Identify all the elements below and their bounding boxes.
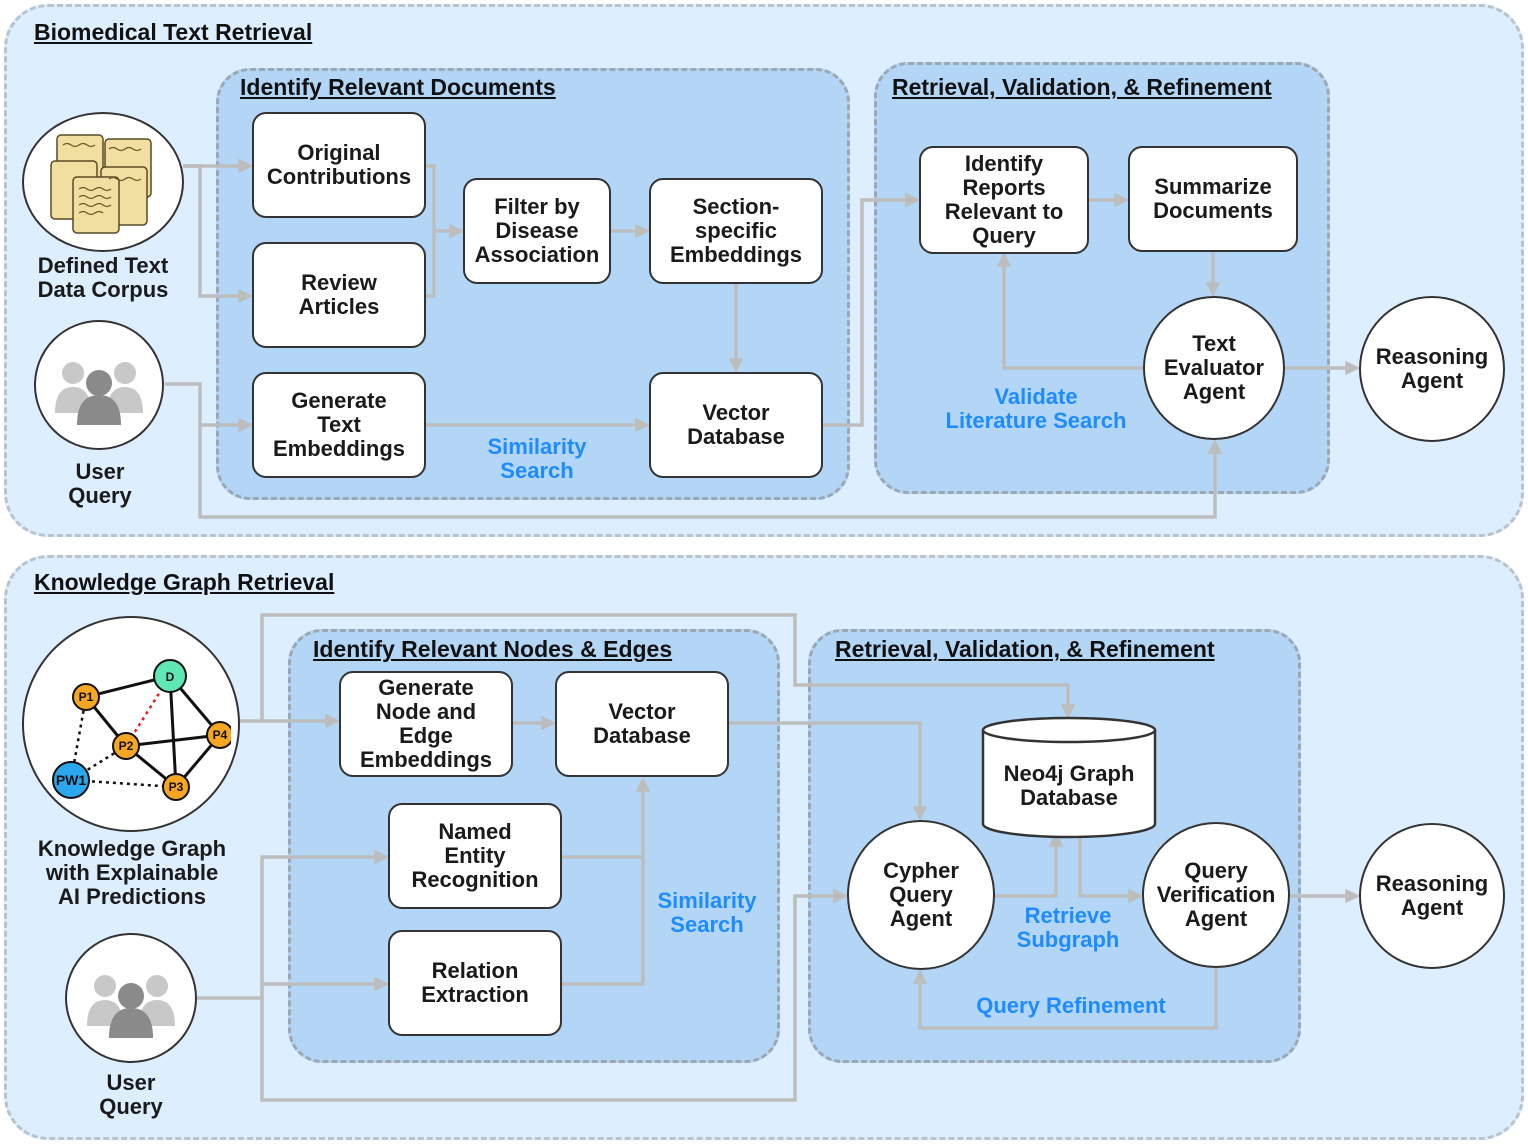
bottom-vector-database-box: Vector Database [555, 671, 729, 777]
arrow-neo4j-verify [1078, 835, 1143, 904]
top-user-query-label: User Query [68, 459, 132, 508]
summarize-documents-box: Summarize Documents [1128, 146, 1298, 252]
query-verification-agent: Query Verification Agent [1142, 822, 1290, 968]
bottom-similarity-search-label: Similarity Search [657, 888, 757, 937]
top-retrieval-title: Retrieval, Validation, & Refinement [892, 74, 1272, 100]
section-embeddings-box: Section- specific Embeddings [649, 178, 823, 284]
arrow-user-evaluator [198, 425, 1223, 519]
arrow-user-cypher [260, 888, 848, 1102]
graph-node-p4: P4 [213, 728, 228, 742]
kg-label: Knowledge Graph with Explainable AI Pred… [37, 836, 227, 909]
named-entity-box: Named Entity Recognition [388, 803, 562, 909]
graph-node-d: D [166, 670, 175, 684]
top-panel-title: Biomedical Text Retrieval [34, 19, 313, 45]
arrow-user-generate [165, 382, 253, 433]
arrow-corpus-review [183, 164, 253, 304]
graph-node-p2: P2 [119, 739, 134, 753]
arrow-relation-vector [561, 777, 651, 986]
arrow-evaluator-identify [996, 252, 1144, 370]
bottom-panel-title: Knowledge Graph Retrieval [34, 569, 335, 595]
user-query-icon [34, 320, 164, 450]
identify-reports-box: Identify Reports Relevant to Query [919, 146, 1089, 254]
bottom-user-query-icon [65, 933, 197, 1063]
knowledge-graph-illustration: D P1 P2 P4 PW1 P3 [52, 659, 231, 801]
cypher-query-agent: Cypher Query Agent [847, 820, 995, 970]
validate-literature-label: Validate Literature Search [945, 384, 1127, 433]
bottom-retrieval-title: Retrieval, Validation, & Refinement [835, 636, 1215, 662]
arrow-kg-neo4j [260, 613, 1076, 721]
bottom-reasoning-agent: Reasoning Agent [1359, 823, 1505, 969]
arrow-vector-identify [822, 192, 920, 427]
top-vector-database-box: Vector Database [649, 372, 823, 478]
review-articles-box: Review Articles [252, 242, 426, 348]
text-evaluator-agent: Text Evaluator Agent [1143, 296, 1285, 440]
generate-text-embeddings-box: Generate Text Embeddings [252, 372, 426, 478]
bottom-user-query-label: User Query [99, 1070, 163, 1119]
knowledge-graph-icon: D P1 P2 P4 PW1 P3 [22, 616, 240, 832]
generate-node-edge-box: Generate Node and Edge Embeddings [339, 671, 513, 777]
identify-documents-title: Identify Relevant Documents [240, 74, 556, 100]
graph-node-pw1: PW1 [56, 772, 87, 788]
top-reasoning-agent: Reasoning Agent [1359, 296, 1505, 442]
arrow-user-ner [195, 849, 389, 1000]
neo4j-label: Neo4j Graph Database [1003, 761, 1135, 810]
query-refinement-label: Query Refinement [976, 993, 1166, 1018]
top-similarity-search-label: Similarity Search [487, 434, 587, 483]
graph-node-p3: P3 [169, 780, 184, 794]
neo4j-database: Neo4j Graph Database [981, 716, 1157, 840]
arrow-vector-cypher [728, 721, 928, 821]
retrieve-subgraph-label: Retrieve Subgraph [1016, 903, 1120, 952]
filter-disease-box: Filter by Disease Association [463, 178, 611, 284]
graph-node-p1: P1 [79, 690, 94, 704]
arrow-cypher-neo4j [995, 832, 1064, 898]
text-corpus-icon [22, 112, 184, 252]
relation-extraction-box: Relation Extraction [388, 930, 562, 1036]
original-contributions-box: Original Contributions [252, 112, 426, 218]
identify-nodes-title: Identify Relevant Nodes & Edges [313, 636, 673, 662]
arrow-original-merge [425, 164, 436, 298]
arrow-verify-cypher [912, 968, 1218, 1030]
corpus-label: Defined Text Data Corpus [37, 253, 169, 302]
